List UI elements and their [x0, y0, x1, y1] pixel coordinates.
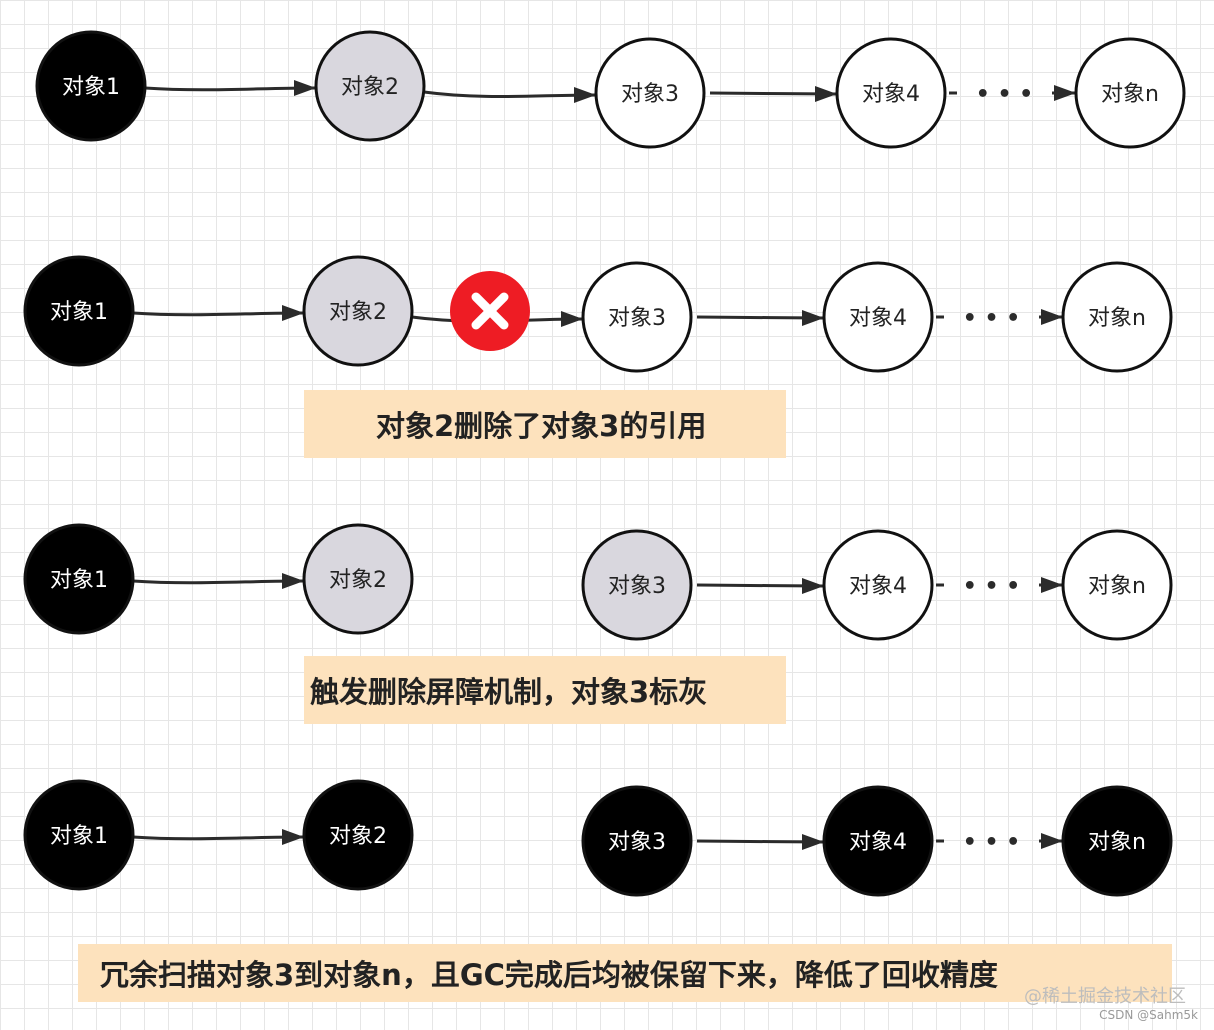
node-1: 对象1 — [23, 779, 135, 891]
node-label: 对象3 — [608, 830, 666, 855]
node-circle — [835, 37, 947, 149]
node-label: 对象n — [1088, 574, 1146, 599]
node-circle — [581, 261, 693, 373]
node-label: 对象3 — [621, 82, 679, 107]
node-circle — [35, 30, 147, 142]
node-3: 对象3 — [581, 785, 693, 897]
node-label: 对象2 — [329, 568, 387, 593]
ellipsis: • • • — [963, 830, 1021, 855]
node-4: 对象4 — [822, 529, 934, 641]
edge-3-4 — [696, 833, 825, 850]
node-5: 对象n — [1061, 785, 1173, 897]
node-5: 对象n — [1061, 529, 1173, 641]
nodes-layer: 对象1 对象2 对象3 对象4 对象n 对象1 对象2 对象3 对象4 对象n 对象1 对象2 对象3 对… — [23, 30, 1186, 897]
edge-2-3 — [423, 87, 597, 104]
node-circle — [314, 30, 426, 142]
node-label: 对象4 — [849, 830, 907, 855]
watermark-site: @稀土掘金技术社区 — [1024, 986, 1186, 1007]
node-circle — [23, 779, 135, 891]
node-circle — [1061, 261, 1173, 373]
node-circle — [822, 529, 934, 641]
ellipsis: • • • — [963, 574, 1021, 599]
node-1: 对象1 — [35, 30, 147, 142]
node-label: 对象4 — [849, 306, 907, 331]
caption-delete-barrier: 触发删除屏障机制，对象3标灰 — [304, 656, 786, 724]
caption-delete-reference: 对象2删除了对象3的引用 — [304, 390, 786, 458]
node-circle — [302, 255, 414, 367]
node-2: 对象2 — [302, 779, 414, 891]
node-label: 对象4 — [862, 82, 920, 107]
edge-1-2 — [132, 305, 305, 322]
edge-1-2 — [132, 829, 305, 846]
edge-1-2 — [144, 80, 317, 97]
node-circle — [822, 261, 934, 373]
node-label: 对象n — [1088, 830, 1146, 855]
edge-3-4 — [709, 85, 838, 102]
node-circle — [23, 523, 135, 635]
x-circle-icon — [450, 271, 530, 351]
node-circle — [302, 523, 414, 635]
caption-redundant-scan: 冗余扫描对象3到对象n，且GC完成后均被保留下来，降低了回收精度 — [78, 944, 1172, 1002]
node-3: 对象3 — [581, 261, 693, 373]
node-2: 对象2 — [302, 255, 414, 367]
node-label: 对象2 — [329, 300, 387, 325]
node-circle — [1061, 785, 1173, 897]
node-5: 对象n — [1061, 261, 1173, 373]
node-label: 对象n — [1101, 82, 1159, 107]
node-circle — [302, 779, 414, 891]
ellipsis: • • • — [976, 82, 1034, 107]
ellipsis: • • • — [963, 306, 1021, 331]
node-label: 对象1 — [62, 75, 120, 100]
node-3: 对象3 — [594, 37, 706, 149]
node-label: 对象2 — [329, 824, 387, 849]
node-label: 对象4 — [849, 574, 907, 599]
node-label: 对象1 — [50, 568, 108, 593]
node-circle — [581, 785, 693, 897]
edges-layer: • • • • • • • • • • • • — [132, 80, 1076, 855]
node-4: 对象4 — [822, 261, 934, 373]
node-2: 对象2 — [302, 523, 414, 635]
marks-layer — [450, 271, 530, 351]
node-1: 对象1 — [23, 523, 135, 635]
node-4: 对象4 — [835, 37, 947, 149]
node-circle — [581, 529, 693, 641]
node-circle — [1074, 37, 1186, 149]
node-3: 对象3 — [581, 529, 693, 641]
watermark-author: CSDN @Sahm5k — [1099, 1008, 1198, 1022]
node-label: 对象2 — [341, 75, 399, 100]
node-4: 对象4 — [822, 785, 934, 897]
node-label: 对象3 — [608, 574, 666, 599]
node-2: 对象2 — [314, 30, 426, 142]
node-circle — [1061, 529, 1173, 641]
node-circle — [822, 785, 934, 897]
edge-3-4 — [696, 309, 825, 326]
node-label: 对象1 — [50, 300, 108, 325]
edge-1-2 — [132, 573, 305, 590]
node-label: 对象3 — [608, 306, 666, 331]
node-circle — [23, 255, 135, 367]
node-1: 对象1 — [23, 255, 135, 367]
node-label: 对象1 — [50, 824, 108, 849]
edge-3-4 — [696, 577, 825, 594]
node-circle — [594, 37, 706, 149]
node-label: 对象n — [1088, 306, 1146, 331]
node-5: 对象n — [1074, 37, 1186, 149]
